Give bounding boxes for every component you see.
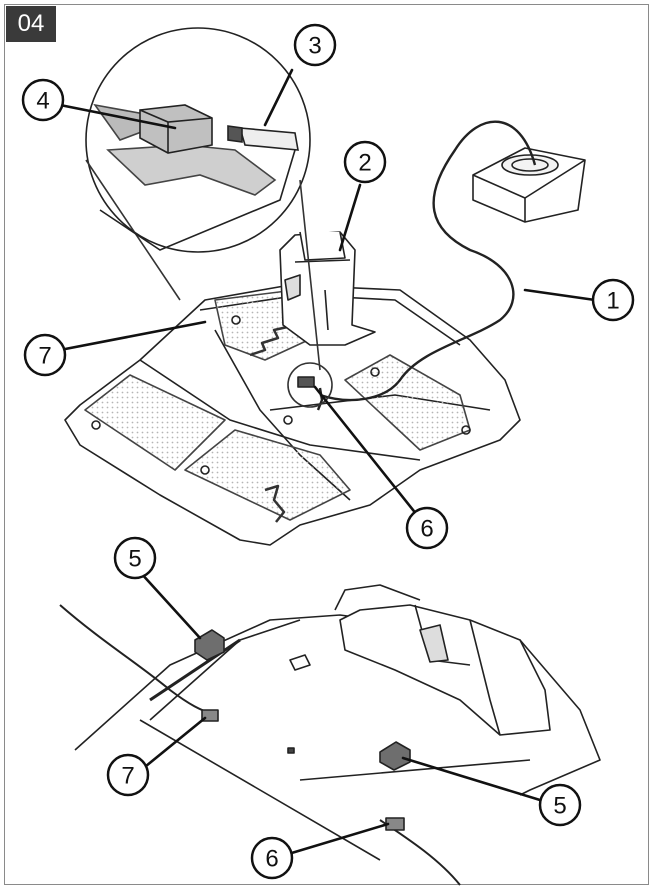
callout-7-top: 7 (23, 333, 67, 377)
callout-4: 4 (21, 78, 65, 122)
callout-3: 3 (293, 23, 337, 67)
svg-text:6: 6 (420, 516, 433, 543)
svg-text:5: 5 (553, 793, 566, 820)
illustration-frame (4, 4, 649, 885)
callout-6-bottom: 6 (250, 836, 294, 880)
svg-text:2: 2 (358, 150, 371, 177)
charging-base-top-view (64, 120, 586, 546)
callout-2: 2 (343, 140, 387, 184)
svg-text:7: 7 (121, 763, 134, 790)
callout-6-top: 6 (405, 506, 449, 550)
svg-text:3: 3 (308, 33, 321, 60)
svg-text:1: 1 (606, 288, 619, 315)
step-number-badge: 04 (6, 6, 56, 42)
callout-1: 1 (591, 278, 635, 322)
svg-text:5: 5 (128, 546, 141, 573)
magnified-connector-detail (85, 27, 321, 371)
svg-text:4: 4 (36, 88, 49, 115)
svg-text:6: 6 (265, 846, 278, 873)
callout-5-left: 5 (113, 536, 157, 580)
svg-text:7: 7 (38, 343, 51, 370)
callout-5-right: 5 (538, 783, 582, 827)
callout-7-bottom: 7 (106, 753, 150, 797)
charging-base-underside-view (59, 584, 601, 886)
